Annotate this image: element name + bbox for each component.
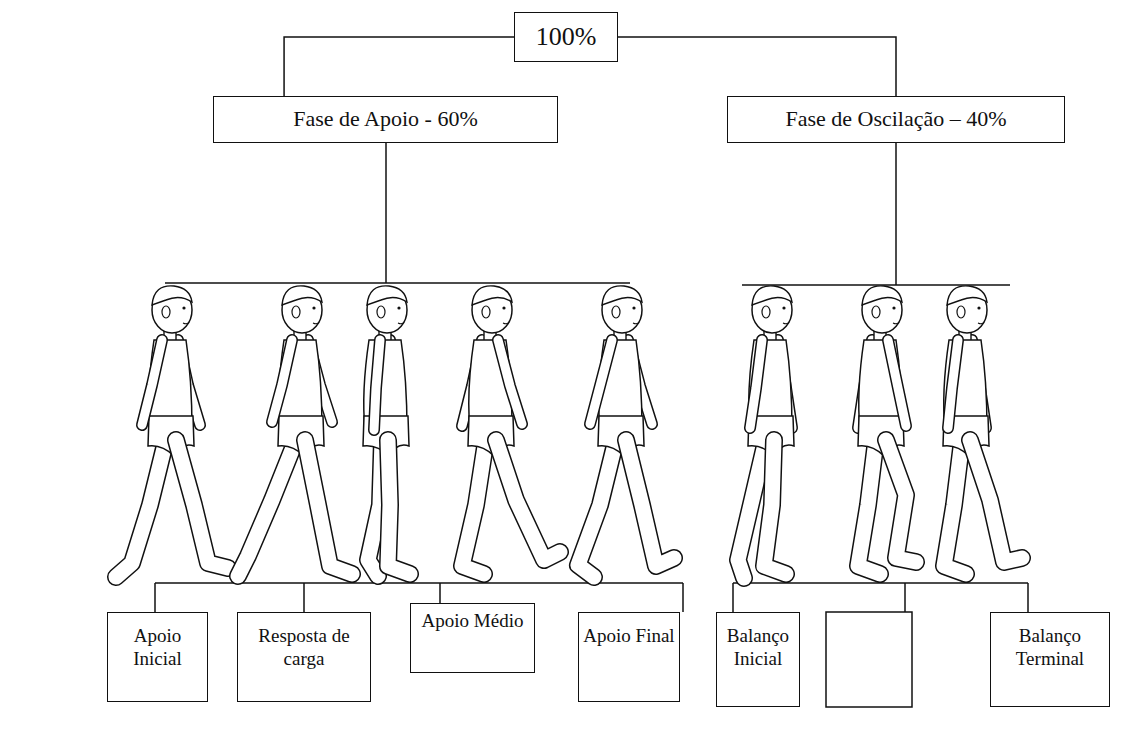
box-label: Apoio Inicial bbox=[112, 625, 203, 671]
walking-figure bbox=[238, 286, 352, 576]
walking-figure bbox=[363, 286, 410, 576]
connector-line bbox=[284, 37, 514, 96]
walking-figure bbox=[858, 286, 916, 574]
box-label: Fase de Apoio - 60% bbox=[293, 106, 478, 132]
label-box: Resposta de carga bbox=[237, 612, 371, 702]
label-box: Apoio Médio bbox=[410, 603, 535, 673]
label-box: Apoio Inicial bbox=[107, 612, 208, 702]
walking-figure bbox=[738, 286, 794, 578]
walking-figure bbox=[462, 286, 560, 574]
box-label: Fase de Oscilação – 40% bbox=[785, 106, 1006, 132]
connector-line bbox=[618, 37, 896, 96]
box-label: Apoio Final bbox=[583, 625, 674, 648]
empty-box bbox=[826, 612, 912, 707]
box-label: Apoio Médio bbox=[422, 610, 524, 633]
box-label: Balanço Inicial bbox=[721, 625, 795, 671]
walking-figure bbox=[116, 286, 228, 577]
box-label: Resposta de carga bbox=[242, 625, 366, 671]
label-box: Fase de Apoio - 60% bbox=[213, 96, 558, 143]
walking-figure bbox=[943, 286, 1022, 574]
label-box: 100% bbox=[514, 12, 618, 62]
walking-figure bbox=[578, 286, 674, 577]
box-label: Balanço Terminal bbox=[995, 625, 1105, 671]
box-label: 100% bbox=[536, 21, 597, 52]
bracket-lines bbox=[155, 143, 1028, 612]
label-box: Fase de Oscilação – 40% bbox=[727, 96, 1065, 143]
label-box: Apoio Final bbox=[578, 612, 680, 702]
label-box: Balanço Inicial bbox=[716, 612, 800, 707]
label-box: Balanço Terminal bbox=[990, 612, 1110, 707]
